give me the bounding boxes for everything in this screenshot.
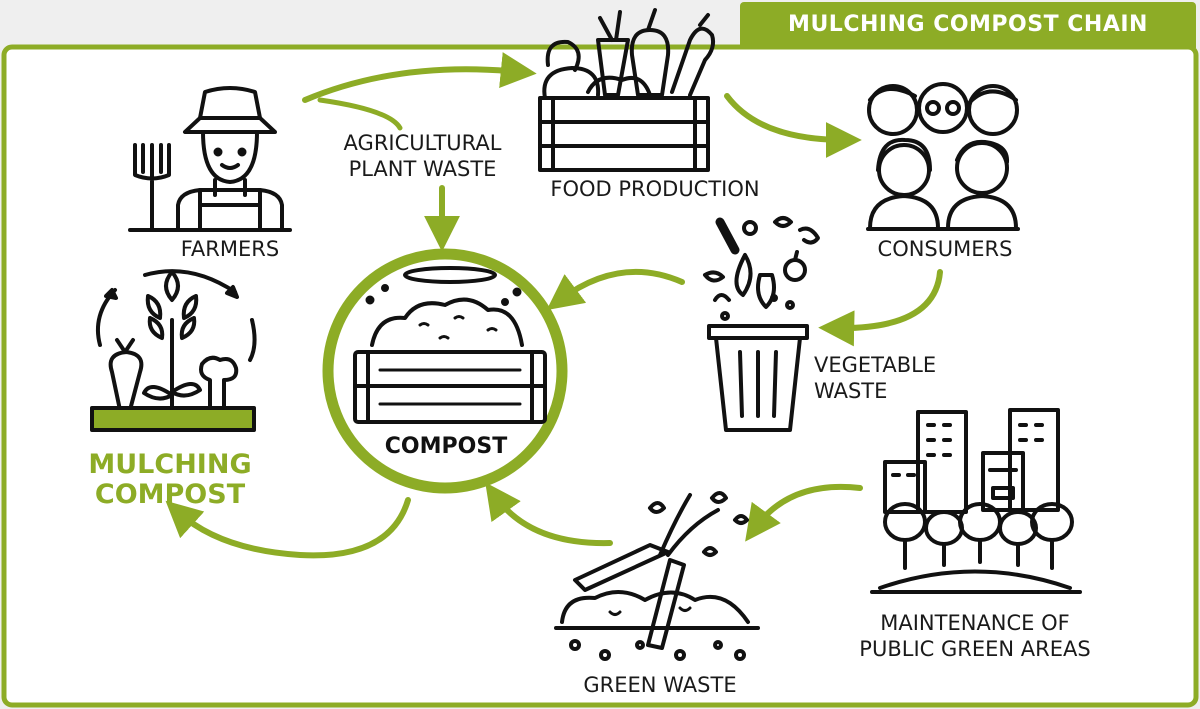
growing-plants-icon (90, 269, 257, 432)
pruning-shears-icon (554, 491, 760, 661)
city-park-icon (870, 408, 1082, 594)
title-tab: MULCHING COMPOST CHAIN (740, 2, 1196, 48)
farmer-icon (128, 86, 292, 232)
arrow-vegwaste-to-compost (546, 268, 685, 311)
farmers-label: FARMERS (180, 237, 280, 261)
arrow-compost-to-mulching (165, 497, 411, 559)
green-waste-label: GREEN WASTE (583, 673, 737, 697)
mulching-compost-label-line2: COMPOST (94, 479, 246, 510)
public-green-label-line2: PUBLIC GREEN AREAS (859, 637, 1091, 661)
vegetable-waste-label-line1: VEGETABLE (814, 353, 937, 377)
arrow-farmers-to-food (302, 52, 537, 103)
vegetable-crate-icon (538, 8, 716, 172)
arrow-food-to-consumers (724, 93, 862, 158)
waste-bin-icon (703, 216, 820, 432)
mulching-compost-label: MULCHING COMPOST (60, 450, 280, 510)
vegetable-waste-label-line2: WASTE (814, 379, 888, 403)
page-title: MULCHING COMPOST CHAIN (788, 12, 1148, 37)
compost-crate-icon (353, 266, 547, 424)
food-production-label: FOOD PRODUCTION (550, 177, 760, 201)
arrow-consumers-to-vegwaste (818, 269, 943, 347)
consumers-label: CONSUMERS (877, 237, 1013, 261)
compost-label: COMPOST (384, 434, 508, 459)
mulching-compost-label-line1: MULCHING (88, 449, 252, 480)
arrow-farmers-branch (317, 97, 403, 131)
arrow-greenwaste-to-compost (485, 482, 613, 547)
agricultural-waste-label-line1: AGRICULTURAL (343, 131, 502, 155)
arrow-publicgreen-to-greenwaste (745, 483, 863, 542)
people-group-icon (866, 82, 1020, 231)
public-green-label-line1: MAINTENANCE OF (880, 611, 1070, 635)
agricultural-waste-label-line2: PLANT WASTE (348, 157, 497, 181)
